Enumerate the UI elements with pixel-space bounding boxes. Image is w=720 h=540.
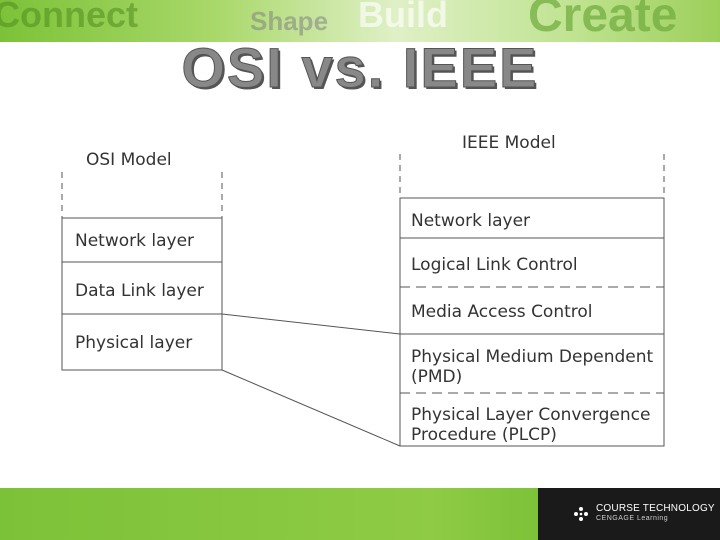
osi-model-heading: OSI Model: [86, 150, 172, 170]
logo-line1: COURSE TECHNOLOGY: [596, 503, 715, 514]
banner-word-shape: Shape: [250, 6, 329, 36]
course-technology-logo-icon: [574, 507, 588, 521]
banner-word-create: Create: [528, 0, 678, 42]
ieee-stack-box: [399, 197, 665, 447]
banner-word-connect: Connect: [0, 0, 138, 35]
connector-line-bottom: [221, 369, 401, 447]
osi-layer-physical: Physical layer: [75, 333, 192, 353]
ieee-layer-pmd-line2: (PMD): [411, 367, 462, 387]
osi-layer-network: Network layer: [75, 231, 194, 251]
banner-word-build: Build: [358, 0, 448, 35]
osi-layer-data-link: Data Link layer: [75, 281, 204, 301]
connector-line-top: [221, 313, 401, 335]
logo-line2: CENGAGE Learning: [596, 515, 669, 522]
ieee-layer-llc: Logical Link Control: [411, 255, 578, 275]
top-banner: Connect Shape Build Create: [0, 0, 720, 42]
ieee-layer-network: Network layer: [411, 211, 530, 231]
ieee-model-heading: IEEE Model: [462, 133, 556, 153]
osi-stack-box: [61, 217, 223, 371]
ieee-layer-plcp-line1: Physical Layer Convergence: [411, 405, 650, 425]
course-technology-logo: COURSE TECHNOLOGY CENGAGE Learning: [538, 488, 720, 540]
footer-bar: COURSE TECHNOLOGY CENGAGE Learning: [0, 488, 720, 540]
ieee-layer-pmd-line1: Physical Medium Dependent: [411, 347, 654, 367]
ieee-layer-mac: Media Access Control: [411, 302, 593, 322]
slide-title: OSI vs. IEEE: [181, 36, 539, 100]
ieee-layer-plcp-line2: Procedure (PLCP): [411, 425, 557, 445]
